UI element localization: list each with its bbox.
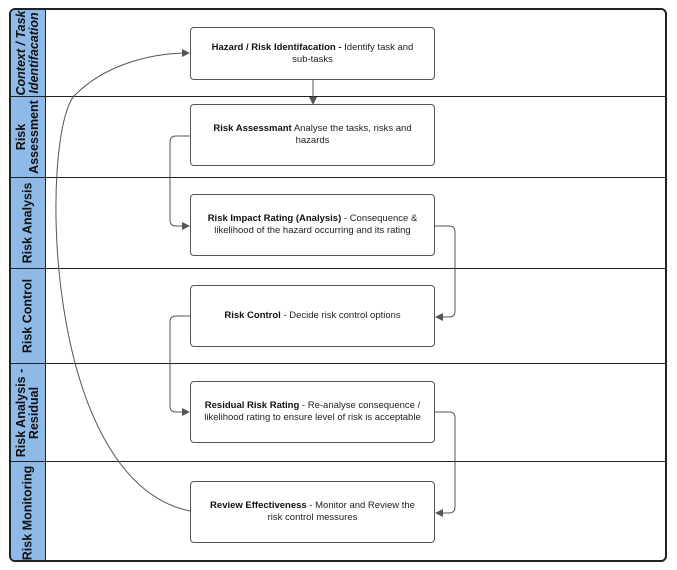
step-residual-risk-rating: Residual Risk Rating - Re-analyse conseq… bbox=[190, 381, 435, 443]
lane-title: Risk Control bbox=[20, 278, 35, 354]
step-text: Risk Assessmant Analyse the tasks, risks… bbox=[213, 123, 412, 146]
lane-risk-analysis: Risk Analysis bbox=[11, 178, 665, 269]
step-text: Review Effectiveness - Monitor and Revie… bbox=[210, 500, 415, 523]
step-risk-control: Risk Control - Decide risk control optio… bbox=[190, 285, 435, 347]
step-text: Risk Impact Rating (Analysis) - Conseque… bbox=[207, 213, 418, 236]
step-text: Hazard / Risk Identifacation - Identify … bbox=[211, 41, 414, 65]
step-review-effectiveness: Review Effectiveness - Monitor and Revie… bbox=[190, 481, 435, 543]
lane-risk-control: Risk Control bbox=[11, 269, 665, 364]
lane-label: Risk Control bbox=[11, 269, 46, 363]
lane-risk-monitoring: Risk Monitoring bbox=[11, 462, 665, 561]
lane-title: Risk Analysis bbox=[20, 182, 35, 264]
step-text: Residual Risk Rating - Re-analyse conseq… bbox=[204, 400, 421, 423]
step-hazard-risk-identification: Hazard / Risk Identifacation - Identify … bbox=[190, 27, 435, 80]
step-text: Risk Control - Decide risk control optio… bbox=[224, 310, 401, 321]
step-risk-assessment: Risk Assessmant Analyse the tasks, risks… bbox=[190, 104, 435, 166]
lane-label: Risk Analysis bbox=[11, 178, 46, 268]
lane-risk-analysis-residual: Risk Analysis -Residual bbox=[11, 364, 665, 462]
lane-title: Risk Monitoring bbox=[20, 465, 35, 561]
lane-label: Risk Monitoring bbox=[11, 462, 46, 561]
step-risk-impact-rating: Risk Impact Rating (Analysis) - Conseque… bbox=[190, 194, 435, 256]
lane-title: Risk Analysis -Residual bbox=[14, 368, 41, 457]
lane-label: Risk Analysis -Residual bbox=[11, 364, 46, 461]
